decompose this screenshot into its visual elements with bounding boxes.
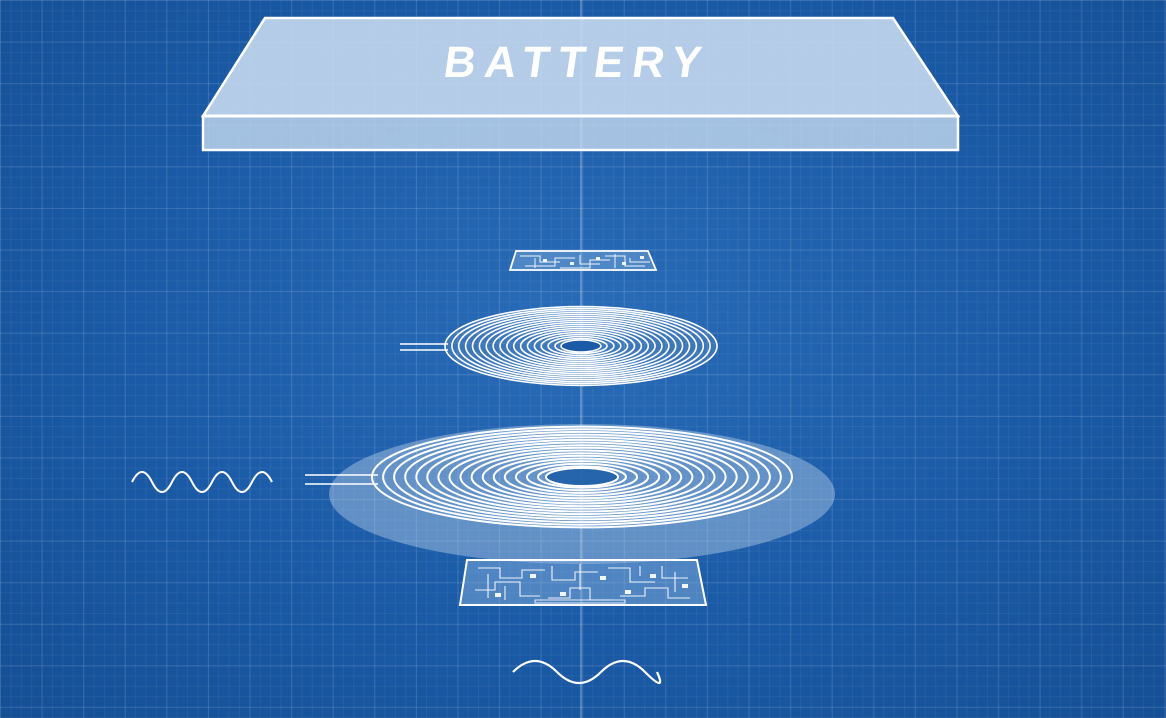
coil-ring	[526, 329, 636, 363]
battery-block: BATTERY	[200, 16, 961, 152]
coil-ring	[519, 327, 643, 365]
coil-ring	[540, 333, 622, 359]
coil-ring	[525, 462, 639, 492]
coil-ring	[382, 428, 782, 526]
receiver-coil	[400, 305, 718, 387]
coil-ring	[371, 425, 793, 529]
coil-base-plate	[329, 424, 835, 564]
input-wave	[131, 471, 273, 493]
coil-ring	[451, 307, 711, 385]
coil-ring	[471, 313, 691, 379]
battery-front-face	[201, 114, 960, 152]
large-circuit-board	[458, 559, 708, 606]
coil-ring	[470, 449, 694, 505]
coil-ring	[464, 311, 698, 381]
coil-ring	[512, 325, 650, 367]
coil-ring	[533, 331, 629, 361]
coil-ring	[554, 337, 608, 355]
coil-ring	[492, 454, 672, 500]
coil-ring	[547, 335, 615, 357]
coil-ring	[485, 317, 677, 375]
coil-ring	[444, 305, 718, 387]
coil-ring	[459, 446, 705, 508]
coil-ring	[481, 452, 683, 502]
coil-ring	[537, 465, 627, 489]
coil-ring	[393, 430, 771, 524]
coil-ring	[506, 323, 656, 369]
coil-ring	[415, 436, 749, 518]
coil-ring	[437, 441, 727, 513]
coil-ring	[404, 433, 760, 521]
coil-ring	[426, 438, 738, 516]
coil-ring	[478, 315, 684, 377]
coil-ring	[448, 444, 716, 510]
coil-ring	[503, 457, 661, 497]
small-circuit-board	[508, 250, 658, 271]
coil-ring	[499, 321, 663, 371]
coil-ring	[457, 309, 705, 383]
battery-label: BATTERY	[441, 38, 714, 87]
output-wave	[512, 659, 662, 685]
coil-ring	[492, 319, 670, 373]
coil-ring	[514, 460, 650, 494]
transmitter-coil	[305, 424, 835, 564]
